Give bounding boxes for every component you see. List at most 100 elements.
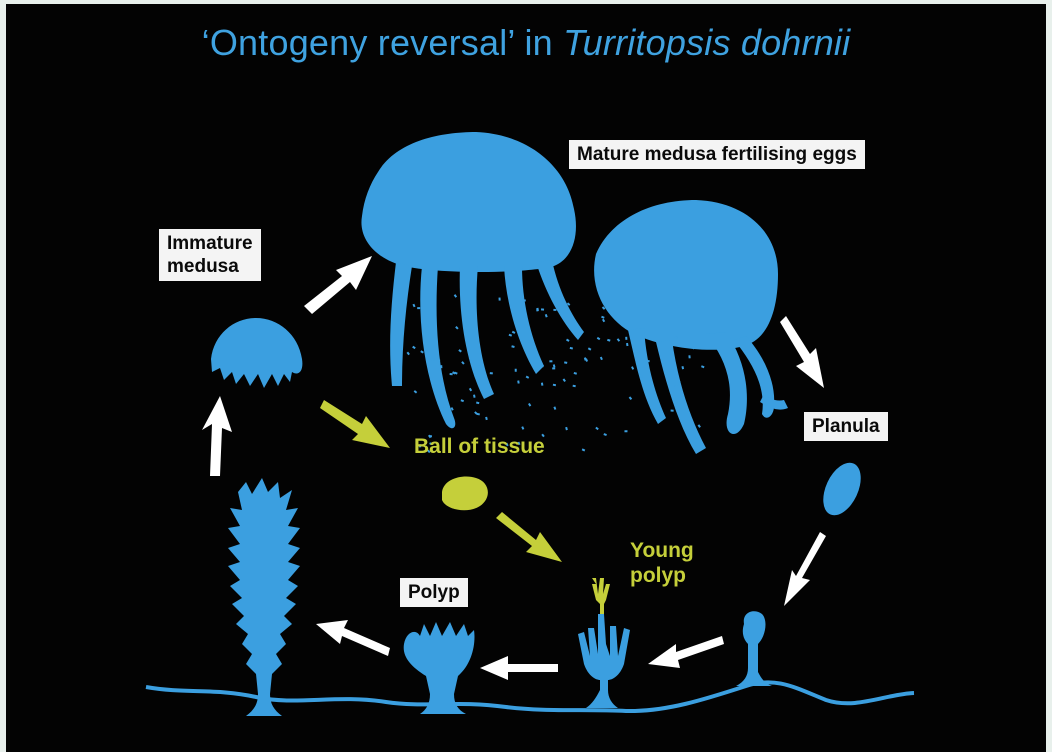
egg-speck <box>461 361 465 365</box>
label-polyp: Polyp <box>400 578 468 607</box>
arrow-immature-to-mature <box>304 256 372 314</box>
egg-speck <box>458 349 462 353</box>
egg-speck <box>511 345 515 348</box>
egg-speck <box>467 315 471 319</box>
label-young-polyp: Young polyp <box>630 539 694 587</box>
immature-medusa <box>211 318 303 388</box>
egg-speck <box>425 323 430 327</box>
label-ball-of-tissue: Ball of tissue <box>414 435 545 458</box>
arrow-polyp-to-colony <box>316 620 390 656</box>
young-polyp-shape <box>592 578 610 616</box>
egg-speck <box>413 390 418 394</box>
egg-speck <box>419 444 422 448</box>
life-cycle-illustration <box>145 132 915 716</box>
egg-speck <box>569 346 574 350</box>
mature-medusa-right <box>594 200 788 454</box>
mature-medusa-left <box>361 132 584 429</box>
settled-planula-polyp <box>736 611 772 686</box>
egg-speck <box>476 401 480 405</box>
egg-speck <box>436 358 441 362</box>
egg-speck <box>443 407 446 411</box>
planula-shape <box>823 462 861 516</box>
young-polyp-blue <box>578 614 630 708</box>
egg-speck <box>549 360 553 363</box>
egg-speck <box>476 412 480 416</box>
egg-speck <box>540 382 544 386</box>
egg-speck <box>428 435 433 438</box>
label-planula: Planula <box>804 412 888 441</box>
egg-speck <box>562 378 566 383</box>
ball-of-tissue-shape <box>442 476 488 511</box>
arrow-young-to-polyp <box>480 656 558 680</box>
egg-speck <box>603 433 607 437</box>
egg-speck <box>691 346 695 350</box>
egg-speck <box>674 336 678 339</box>
egg-speck <box>595 426 599 431</box>
egg-speck <box>678 381 681 385</box>
egg-speck <box>573 372 577 375</box>
egg-speck <box>680 393 684 397</box>
egg-speck <box>559 299 563 303</box>
egg-speck <box>460 399 465 403</box>
egg-speck <box>674 399 678 404</box>
egg-speck <box>522 299 526 302</box>
arrow-colony-to-immature <box>202 396 232 476</box>
egg-speck <box>628 396 633 400</box>
egg-speck <box>631 366 635 370</box>
egg-speck <box>688 355 691 359</box>
egg-speck <box>452 371 456 375</box>
egg-speck <box>406 351 410 356</box>
egg-speck <box>468 357 472 361</box>
egg-speck <box>525 375 530 379</box>
egg-speck <box>626 342 629 347</box>
label-immature-medusa: Immature medusa <box>159 229 261 281</box>
white-arrows <box>202 256 826 680</box>
egg-speck <box>553 308 557 311</box>
egg-speck <box>427 449 431 454</box>
title-species: Turritopsis dohrnii <box>563 22 851 63</box>
egg-speck <box>528 403 532 407</box>
egg-speck <box>599 356 603 361</box>
egg-speck <box>505 442 509 447</box>
egg-speck <box>625 336 628 340</box>
egg-speck <box>520 307 525 311</box>
egg-speck <box>429 442 433 446</box>
egg-speck <box>473 394 476 398</box>
egg-speck <box>552 364 556 368</box>
egg-specks <box>406 294 705 454</box>
egg-speck <box>596 336 601 341</box>
egg-speck <box>553 406 557 410</box>
egg-speck <box>449 373 453 376</box>
egg-speck <box>552 383 557 387</box>
egg-speck <box>521 426 525 430</box>
egg-speck <box>701 365 705 369</box>
egg-speck <box>673 384 678 388</box>
egg-speck <box>601 315 605 319</box>
egg-speck <box>583 357 587 361</box>
arrow-medusa-to-ball <box>320 400 390 448</box>
egg-speck <box>498 297 501 301</box>
egg-speck <box>440 365 443 369</box>
egg-speck <box>453 294 458 298</box>
egg-speck <box>572 384 576 388</box>
egg-speck <box>540 364 544 368</box>
egg-speck <box>694 435 699 440</box>
egg-speck <box>639 374 644 378</box>
egg-speck <box>552 367 556 370</box>
green-arrows <box>320 400 562 562</box>
polyp-colony-shape <box>228 478 300 716</box>
egg-speck <box>670 369 675 373</box>
arrow-mature-to-planula <box>780 316 824 388</box>
egg-speck <box>581 448 586 452</box>
egg-speck <box>420 350 424 354</box>
egg-speck <box>544 314 548 318</box>
egg-speck <box>681 366 685 370</box>
egg-speck <box>455 325 459 330</box>
egg-speck <box>412 303 416 308</box>
egg-speck <box>565 338 570 342</box>
egg-speck <box>412 345 416 350</box>
egg-speck <box>489 372 493 375</box>
label-mature-medusa: Mature medusa fertilising eggs <box>569 140 865 169</box>
egg-speck <box>536 307 539 312</box>
egg-speck <box>624 430 628 433</box>
